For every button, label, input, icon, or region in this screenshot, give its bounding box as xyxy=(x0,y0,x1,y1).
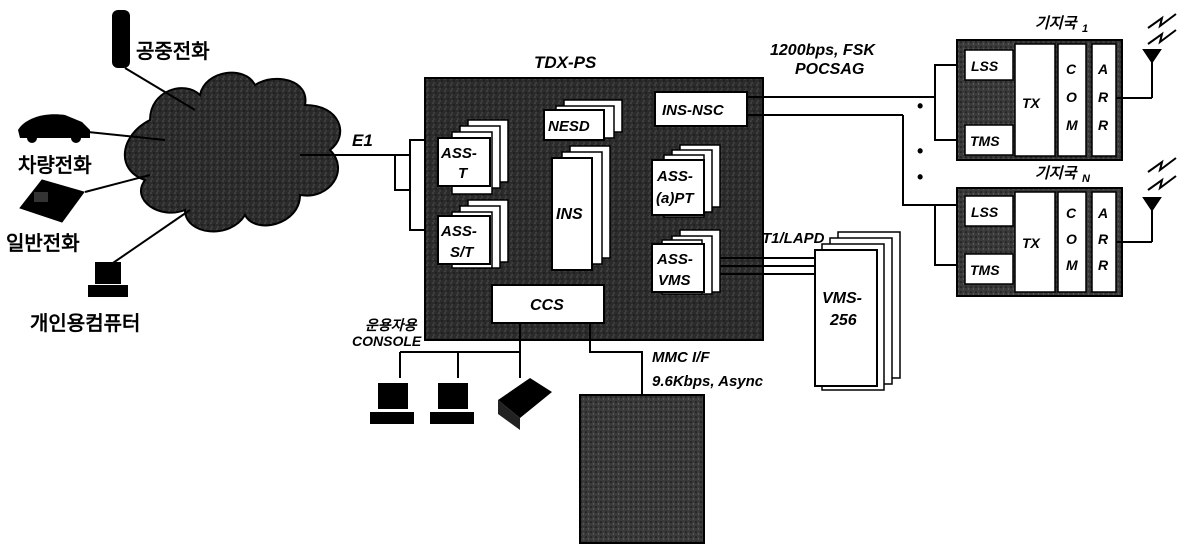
ar-letter-na: A xyxy=(1097,205,1108,221)
vms-label-2: 256 xyxy=(829,312,857,329)
com-letter-1b: O xyxy=(1066,89,1077,105)
antenna-icon-n xyxy=(1116,158,1176,242)
com-letter-1c: M xyxy=(1066,117,1078,133)
ellipsis-dot-3: • xyxy=(917,167,923,187)
ccs-label: CCS xyxy=(530,297,564,314)
ass-apt-label-2: (a)PT xyxy=(656,190,695,207)
mmc-terminal-box xyxy=(580,395,704,543)
e1-label: E1 xyxy=(352,131,373,150)
cloud-icon xyxy=(125,73,340,232)
lss-label-1: LSS xyxy=(971,58,999,74)
tms-label-1: TMS xyxy=(970,133,1000,149)
vms-stack xyxy=(815,232,900,390)
com-letter-1a: C xyxy=(1066,61,1077,77)
ass-st-label-1: ASS- xyxy=(440,223,477,240)
base-station-n-title: 기지국 xyxy=(1035,164,1079,182)
vms-label-1: VMS- xyxy=(822,290,862,307)
ar-letter-nc: R xyxy=(1098,257,1109,273)
mmc-label-1: MMC I/F xyxy=(652,349,710,366)
console-label-2: CONSOLE xyxy=(352,333,422,349)
ass-vms-label-2: VMS xyxy=(658,272,691,289)
ar-letter-1c: R xyxy=(1098,117,1109,133)
ass-apt-label-1: ASS- xyxy=(656,168,693,185)
ass-st-label-2: S/T xyxy=(450,244,475,261)
ellipsis-dot-1: • xyxy=(917,96,923,116)
computer-icon xyxy=(88,262,128,297)
t1-lapd-label: T1/LAPD xyxy=(762,230,825,247)
public-phone-icon xyxy=(112,10,130,68)
personal-computer-label: 개인용컴퓨터 xyxy=(30,311,140,335)
com-letter-nc: M xyxy=(1066,257,1078,273)
tms-label-n: TMS xyxy=(970,262,1000,278)
console-terminal-icon-2 xyxy=(430,383,474,424)
com-letter-nb: O xyxy=(1066,231,1077,247)
console-label-1: 운용자용 xyxy=(365,318,418,334)
base-station-1-index: 1 xyxy=(1082,23,1088,35)
lss-label-n: LSS xyxy=(971,204,999,220)
nesd-label: NESD xyxy=(548,118,590,135)
base-station-n-index: N xyxy=(1082,173,1091,185)
car-phone-label: 차량전화 xyxy=(18,153,92,177)
telephone-icon xyxy=(20,180,84,222)
tx-label-n: TX xyxy=(1022,235,1042,251)
printer-icon xyxy=(498,378,552,430)
console-terminal-icon-1 xyxy=(370,383,414,424)
ins-label: INS xyxy=(556,206,583,223)
ar-letter-1b: R xyxy=(1098,89,1109,105)
paging-link-line1: 1200bps, FSK xyxy=(770,42,876,59)
ar-letter-1a: A xyxy=(1097,61,1108,77)
antenna-icon-1 xyxy=(1116,14,1176,98)
car-phone-icon xyxy=(18,114,90,143)
tx-label-1: TX xyxy=(1022,95,1042,111)
paging-link-line2: POCSAG xyxy=(795,61,864,78)
com-letter-na: C xyxy=(1066,205,1077,221)
ass-vms-label-1: ASS- xyxy=(656,251,693,268)
ins-nsc-label: INS-NSC xyxy=(662,102,725,119)
ass-t-label-1: ASS- xyxy=(440,145,477,162)
mmc-label-2: 9.6Kbps, Async xyxy=(652,373,764,390)
public-phone-label: 공중전화 xyxy=(136,39,210,63)
ar-letter-nb: R xyxy=(1098,231,1109,247)
system-title: TDX-PS xyxy=(534,53,597,72)
general-phone-label: 일반전화 xyxy=(6,231,80,255)
base-station-1-title: 기지국 xyxy=(1035,14,1079,32)
ellipsis-dot-2: • xyxy=(917,141,923,161)
